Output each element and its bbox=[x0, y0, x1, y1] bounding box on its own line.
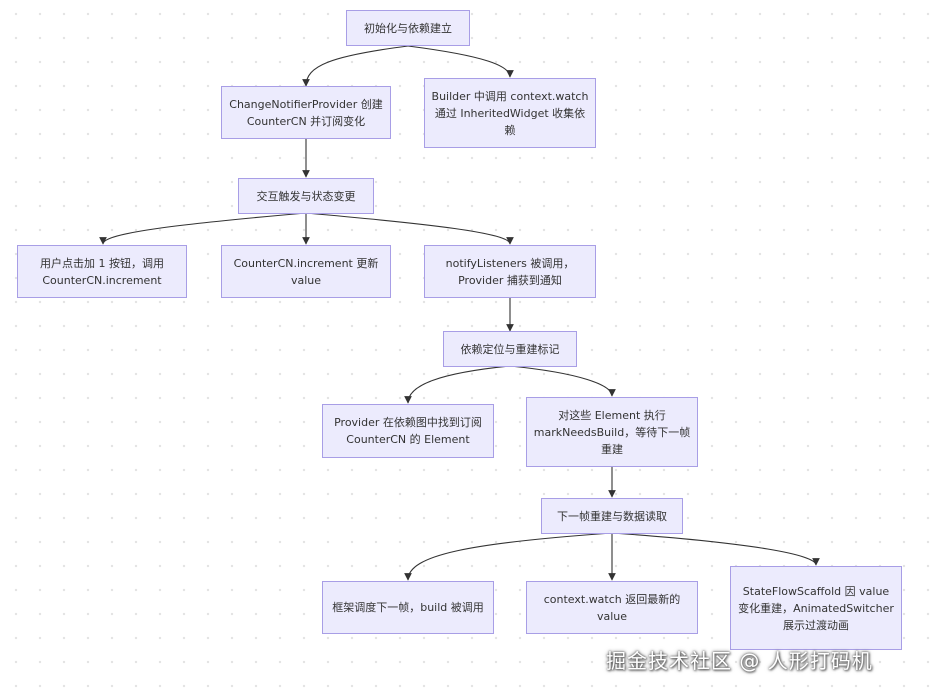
watermark-text: 掘金技术社区 @ 人形打码机 bbox=[606, 649, 873, 673]
node-scaffold-rebuild: StateFlowScaffold 因 value 变化重建，AnimatedS… bbox=[730, 566, 902, 650]
edge-init-to-provider-create bbox=[302, 45, 409, 87]
edge-locate-rebuild-to-mark-needs-build bbox=[509, 365, 616, 397]
node-user-click: 用户点击加 1 按钮，调用 CounterCN.increment bbox=[17, 245, 187, 298]
node-init: 初始化与依赖建立 bbox=[346, 10, 470, 46]
node-find-element: Provider 在依赖图中找到订阅 CounterCN 的 Element bbox=[322, 404, 494, 458]
node-next-frame: 下一帧重建与数据读取 bbox=[541, 498, 683, 534]
edge-init-to-builder-watch bbox=[407, 45, 514, 78]
edge-interaction-to-user-click bbox=[99, 212, 307, 245]
node-interaction: 交互触发与状态变更 bbox=[238, 178, 374, 214]
node-notify-listeners: notifyListeners 被调用，Provider 捕获到通知 bbox=[424, 245, 596, 298]
node-builder-watch: Builder 中调用 context.watch 通过 InheritedWi… bbox=[424, 78, 596, 148]
node-mark-needs-build: 对这些 Element 执行 markNeedsBuild，等待下一帧重建 bbox=[526, 397, 698, 467]
node-watch-return: context.watch 返回最新的 value bbox=[526, 581, 698, 634]
node-increment-update: CounterCN.increment 更新 value bbox=[221, 245, 391, 298]
node-provider-create: ChangeNotifierProvider 创建 CounterCN 并订阅变… bbox=[221, 86, 391, 139]
edge-locate-rebuild-to-find-element bbox=[404, 365, 511, 404]
edge-interaction-to-notify-listeners bbox=[305, 212, 514, 245]
edge-next-frame-to-scaffold-rebuild bbox=[611, 532, 820, 566]
node-locate-rebuild: 依赖定位与重建标记 bbox=[443, 331, 577, 367]
node-schedule-build: 框架调度下一帧，build 被调用 bbox=[322, 581, 494, 634]
edge-next-frame-to-schedule-build bbox=[404, 532, 613, 581]
